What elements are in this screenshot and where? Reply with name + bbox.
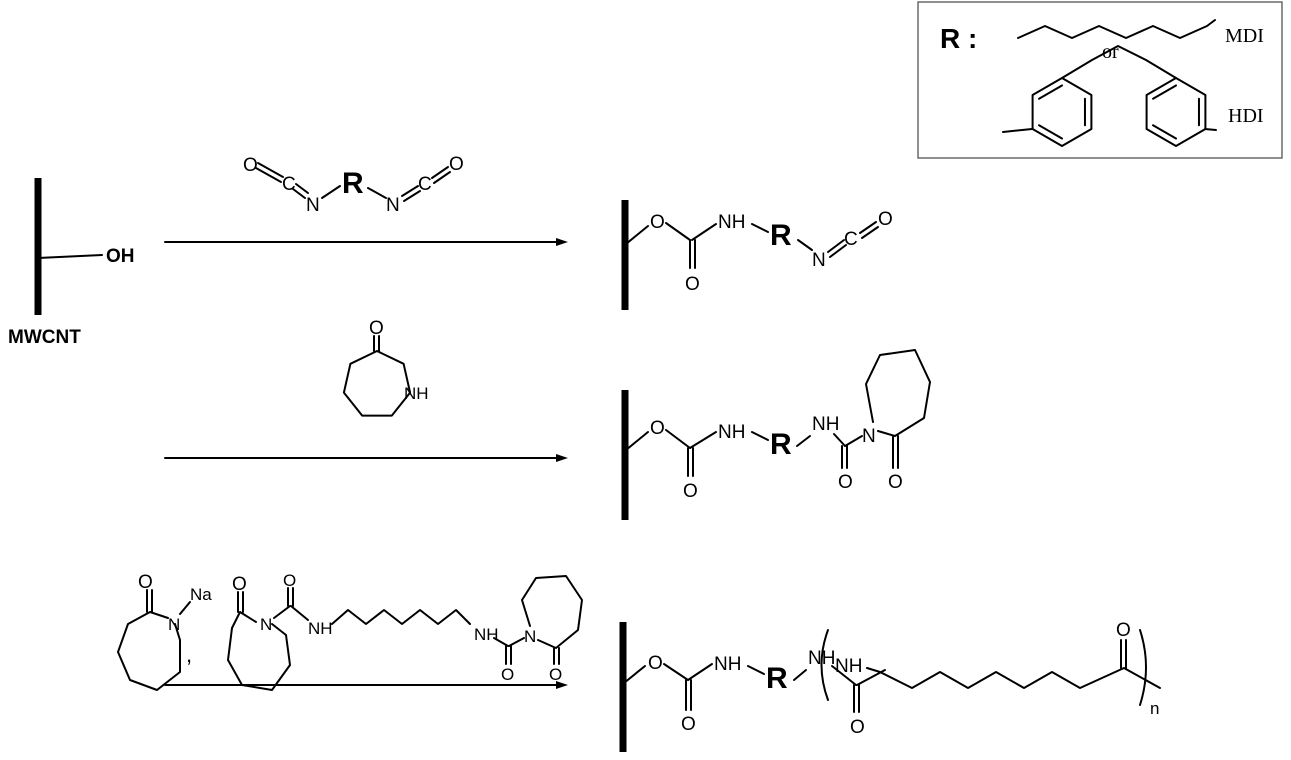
caprolactam-ring [521, 575, 583, 649]
arrowhead [556, 454, 568, 462]
atom-nh: NH [474, 625, 499, 644]
atom-o: O [549, 665, 562, 684]
arrowhead [556, 238, 568, 246]
comma: , [186, 642, 192, 667]
hexamethylene-chain [331, 609, 471, 625]
benzene-ring-left [1031, 77, 1093, 147]
atom-c: C [844, 229, 858, 250]
atom-nh: NH [714, 654, 741, 675]
r-group: R [342, 167, 364, 200]
ring-outline [342, 350, 412, 417]
caprolactam-ring [227, 611, 291, 691]
arrowhead [556, 681, 568, 689]
aromatic-double-bond [1152, 124, 1177, 140]
atom-nh: NH [718, 422, 745, 443]
atom-o: O [650, 212, 665, 233]
atom-na: Na [190, 585, 212, 604]
atom-n: N [386, 195, 400, 216]
step-3: O N Na , O N O NH NH O N O O O NH [117, 571, 1161, 752]
atom-o: O [283, 571, 296, 590]
atom-nh: NH [718, 212, 745, 233]
atom-o: O [138, 572, 153, 593]
hdi-label: HDI [1228, 105, 1264, 127]
atom-c: C [418, 174, 432, 195]
atom-nh: NH [404, 384, 429, 403]
hexyl-chain [1017, 19, 1216, 39]
atom-o: O [449, 154, 464, 175]
atom-o: O [888, 472, 903, 493]
caprolactam-ring [865, 349, 931, 437]
atom-o: O [878, 209, 893, 230]
atom-o: O [681, 714, 696, 735]
atom-n: N [862, 426, 876, 447]
benzene-ring-right [1145, 77, 1207, 147]
mwcnt-label: MWCNT [8, 327, 81, 348]
atom-o: O [648, 653, 663, 674]
atom-o: O [369, 318, 384, 339]
r-group-legend: R : MDI or HDI [917, 1, 1283, 159]
atom-o: O [650, 418, 665, 439]
bracket-right [1139, 629, 1147, 706]
caproamide-chain [866, 667, 1161, 689]
caprolactam-ring [342, 350, 412, 417]
atom-o: O [683, 481, 698, 502]
ring-outline [1031, 77, 1093, 147]
r-group: R [770, 219, 792, 252]
atom-nh: NH [308, 619, 333, 638]
step-2: O NH O O NH R NH O N O [164, 318, 931, 520]
atom-n: N [168, 615, 180, 634]
atom-o: O [850, 717, 865, 738]
atom-nh: NH [835, 656, 862, 677]
atom-n: N [812, 250, 826, 271]
oh-label: OH [106, 246, 135, 267]
atom-o: O [685, 274, 700, 295]
methyl-right [1204, 128, 1217, 131]
step-1: OH MWCNT O C N R N C O O O NH R N C O [8, 154, 893, 348]
atom-o: O [1116, 620, 1131, 641]
bracket-left [820, 629, 829, 701]
atom-o: O [243, 155, 258, 176]
atom-o: O [501, 665, 514, 684]
r-label: R : [940, 23, 977, 54]
atom-o: O [232, 574, 247, 595]
aromatic-double-bond [1152, 84, 1177, 100]
atom-c: C [282, 174, 296, 195]
bond [37, 254, 103, 259]
r-group: R [770, 428, 792, 461]
atom-n: N [306, 195, 320, 216]
atom-o: O [838, 472, 853, 493]
mdi-label: MDI [1225, 25, 1264, 47]
ring-outline [1145, 77, 1207, 147]
methylene-bridge [1061, 45, 1177, 79]
atom-n: N [260, 615, 272, 634]
legend-box [917, 1, 1283, 159]
r-group: R [766, 662, 788, 695]
aromatic-double-bond [1038, 124, 1063, 140]
or-label: or [1102, 41, 1119, 63]
sodium-caprolactamate-ring [117, 611, 181, 691]
atom-n: N [524, 627, 536, 646]
aromatic-double-bond [1038, 84, 1063, 100]
methyl-left [1002, 128, 1033, 133]
atom-nh: NH [812, 414, 839, 435]
repeat-count-n: n [1150, 699, 1159, 718]
